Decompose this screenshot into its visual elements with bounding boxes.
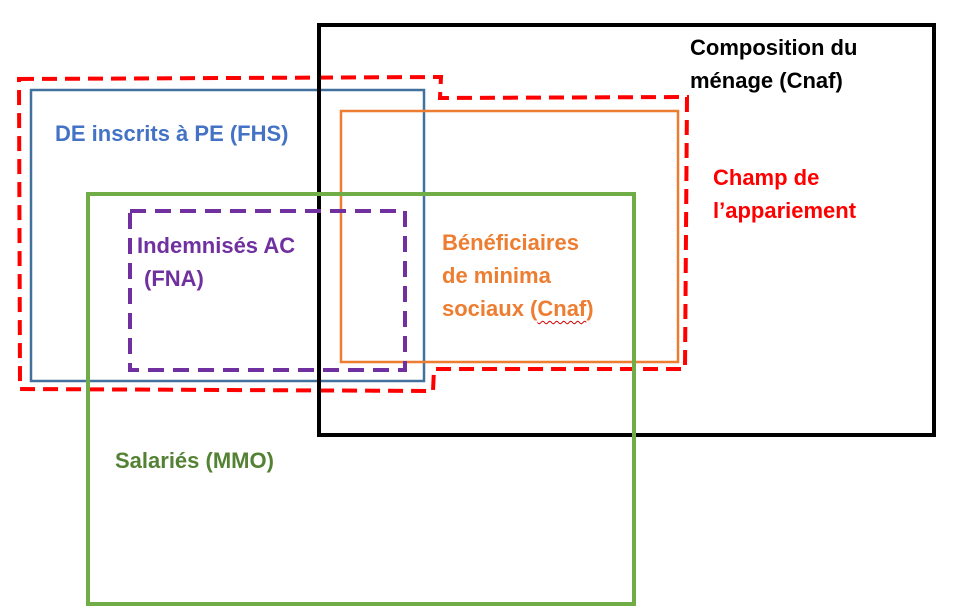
salaries-box <box>86 192 636 606</box>
indemnises-ac-label: Indemnisés AC (FNA) <box>137 229 295 295</box>
minima-line-3-suffix: ) <box>586 296 594 321</box>
champ-line-1: Champ de <box>713 165 820 190</box>
salaries-text: Salariés (MMO) <box>115 448 274 473</box>
salaries-label: Salariés (MMO) <box>115 444 274 477</box>
minima-sociaux-box <box>339 109 680 364</box>
de-inscrits-box <box>29 88 426 383</box>
minima-line-3-word: Cnaf <box>537 296 587 321</box>
minima-line-3: sociaux (Cnaf) <box>442 292 594 325</box>
minima-line-3-prefix: sociaux ( <box>442 296 538 321</box>
minima-sociaux-label: Bénéficiaires de minima sociaux (Cnaf) <box>442 226 594 325</box>
composition-menage-label: Composition du ménage (Cnaf) <box>690 31 857 97</box>
indemnises-line-2: (FNA) <box>144 266 204 291</box>
indemnises-ac-box <box>128 209 407 372</box>
de-inscrits-text: DE inscrits à PE (FHS) <box>55 121 289 146</box>
champ-line-2: l’appariement <box>713 198 857 223</box>
champ-appariement-label: Champ de l’appariement <box>713 161 856 227</box>
composition-line-1: Composition du <box>690 35 858 60</box>
de-inscrits-label: DE inscrits à PE (FHS) <box>55 117 289 150</box>
minima-line-2: de minima <box>442 263 551 288</box>
minima-line-1: Bénéficiaires <box>442 230 579 255</box>
composition-menage-box <box>317 23 936 437</box>
indemnises-line-1: Indemnisés AC <box>137 233 296 258</box>
composition-line-2: ménage (Cnaf) <box>690 68 843 93</box>
